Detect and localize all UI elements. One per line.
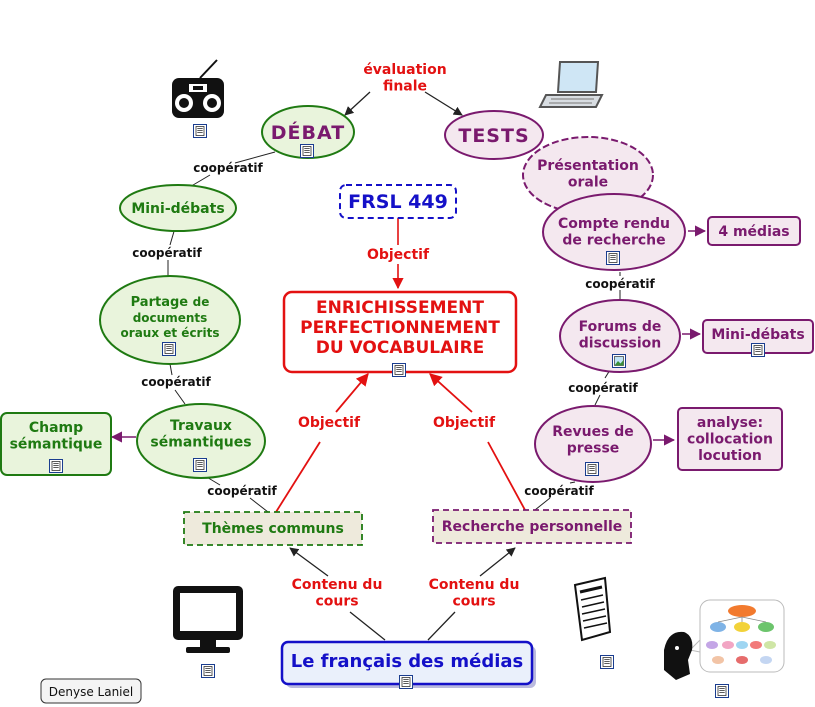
recherche-personnelle-node[interactable]: Recherche personnelle [432, 509, 632, 544]
partage-line1: Partage de [131, 295, 210, 310]
mini-debats-left-label: Mini-débats [131, 201, 224, 217]
course-code-label: FRSL 449 [348, 191, 448, 213]
document-icon[interactable] [715, 684, 729, 698]
partage-node[interactable]: Partage de documents oraux et écrits [99, 275, 241, 365]
course-code-node[interactable]: FRSL 449 [339, 184, 457, 219]
document-icon[interactable] [606, 251, 620, 265]
author-label: Denyse Laniel [49, 685, 133, 699]
objectif-left-label: Objectif [298, 415, 361, 431]
themes-communs-label: Thèmes communs [202, 521, 344, 537]
themes-communs-node[interactable]: Thèmes communs [183, 511, 363, 546]
newspaper-icon [573, 576, 612, 642]
debat-label: DÉBAT [271, 121, 345, 144]
monitor-icon [173, 586, 243, 653]
document-icon[interactable] [300, 144, 314, 158]
document-icon[interactable] [392, 363, 406, 377]
tests-label: TESTS [458, 125, 529, 147]
mini-debats-right-node[interactable]: Mini-débats [702, 319, 814, 357]
debat-node[interactable]: DÉBAT [261, 105, 355, 159]
document-icon[interactable] [162, 342, 176, 356]
mini-debats-left-node[interactable]: Mini-débats [119, 184, 237, 232]
document-icon[interactable] [751, 343, 765, 357]
partage-line2: documents [133, 311, 208, 325]
laptop-icon [538, 61, 604, 108]
cooperatif-label-right-3: coopératif [524, 484, 594, 498]
document-icon[interactable] [201, 664, 215, 678]
cooperatif-label-left-2: coopératif [132, 246, 202, 260]
connectors [110, 91, 707, 641]
quatre-medias-label: 4 médias [718, 224, 789, 240]
objectif-top-label: Objectif [367, 247, 430, 263]
document-icon[interactable] [193, 458, 207, 472]
root-node[interactable]: Le français des médias [280, 640, 536, 689]
author-badge: Denyse Laniel [40, 678, 142, 704]
tests-node[interactable]: TESTS [444, 110, 544, 160]
document-icon[interactable] [193, 124, 207, 138]
partage-line3: oraux et écrits [121, 326, 220, 340]
cooperatif-label-left-4: coopératif [207, 484, 277, 498]
mind-map-icon [664, 599, 785, 680]
radio-icon [172, 59, 224, 118]
document-icon[interactable] [49, 459, 63, 473]
cooperatif-label-right-2: coopératif [568, 381, 638, 395]
document-icon[interactable] [585, 462, 599, 476]
cooperatif-label-right-1: coopératif [585, 277, 655, 291]
recherche-personnelle-label: Recherche personnelle [442, 519, 622, 535]
document-icon[interactable] [399, 675, 413, 689]
document-icon[interactable] [600, 655, 614, 669]
cooperatif-label-left-3: coopératif [141, 375, 211, 389]
cooperatif-label-left-1: coopératif [193, 161, 263, 175]
image-icon[interactable] [612, 354, 626, 368]
objectif-right-label: Objectif [433, 415, 496, 431]
mini-debats-right-label: Mini-débats [711, 327, 804, 343]
quatre-medias-node[interactable]: 4 médias [707, 216, 801, 246]
root-label: Le français des médias [291, 651, 524, 672]
